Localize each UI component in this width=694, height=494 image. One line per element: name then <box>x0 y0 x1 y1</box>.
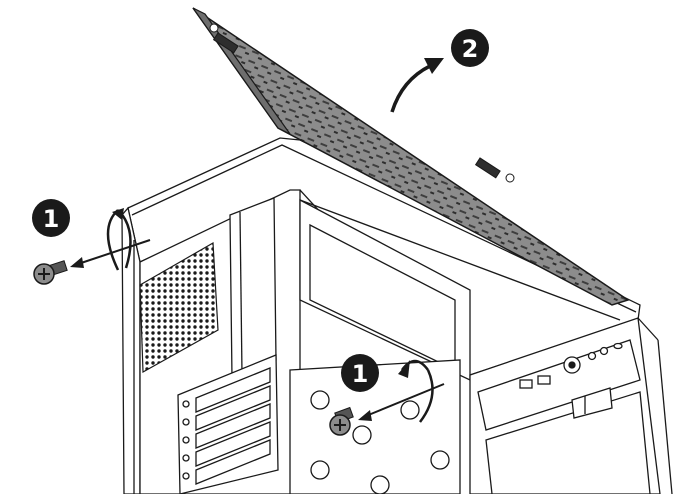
rotate-arrow-icon <box>106 208 132 271</box>
svg-text:1: 1 <box>352 360 369 388</box>
step-badge-1-center: 1 <box>341 354 379 392</box>
pull-arrow-icon <box>70 239 151 268</box>
front-io-panel <box>519 342 623 389</box>
svg-text:1: 1 <box>43 205 60 233</box>
motherboard-tray <box>289 359 461 494</box>
screw-icon <box>329 406 354 436</box>
lift-arrow-icon <box>390 58 444 113</box>
pull-arrow-icon <box>358 383 445 421</box>
top-panel <box>192 7 630 306</box>
step-badge-2: 2 <box>451 29 489 67</box>
svg-text:2: 2 <box>462 35 479 63</box>
pc-case <box>121 137 673 494</box>
expansion-slots <box>177 354 279 494</box>
fan-mesh-grille <box>139 241 219 374</box>
rotate-arrow-icon <box>398 359 434 423</box>
screw-icon <box>33 260 68 285</box>
step-badge-1-left: 1 <box>32 199 70 237</box>
